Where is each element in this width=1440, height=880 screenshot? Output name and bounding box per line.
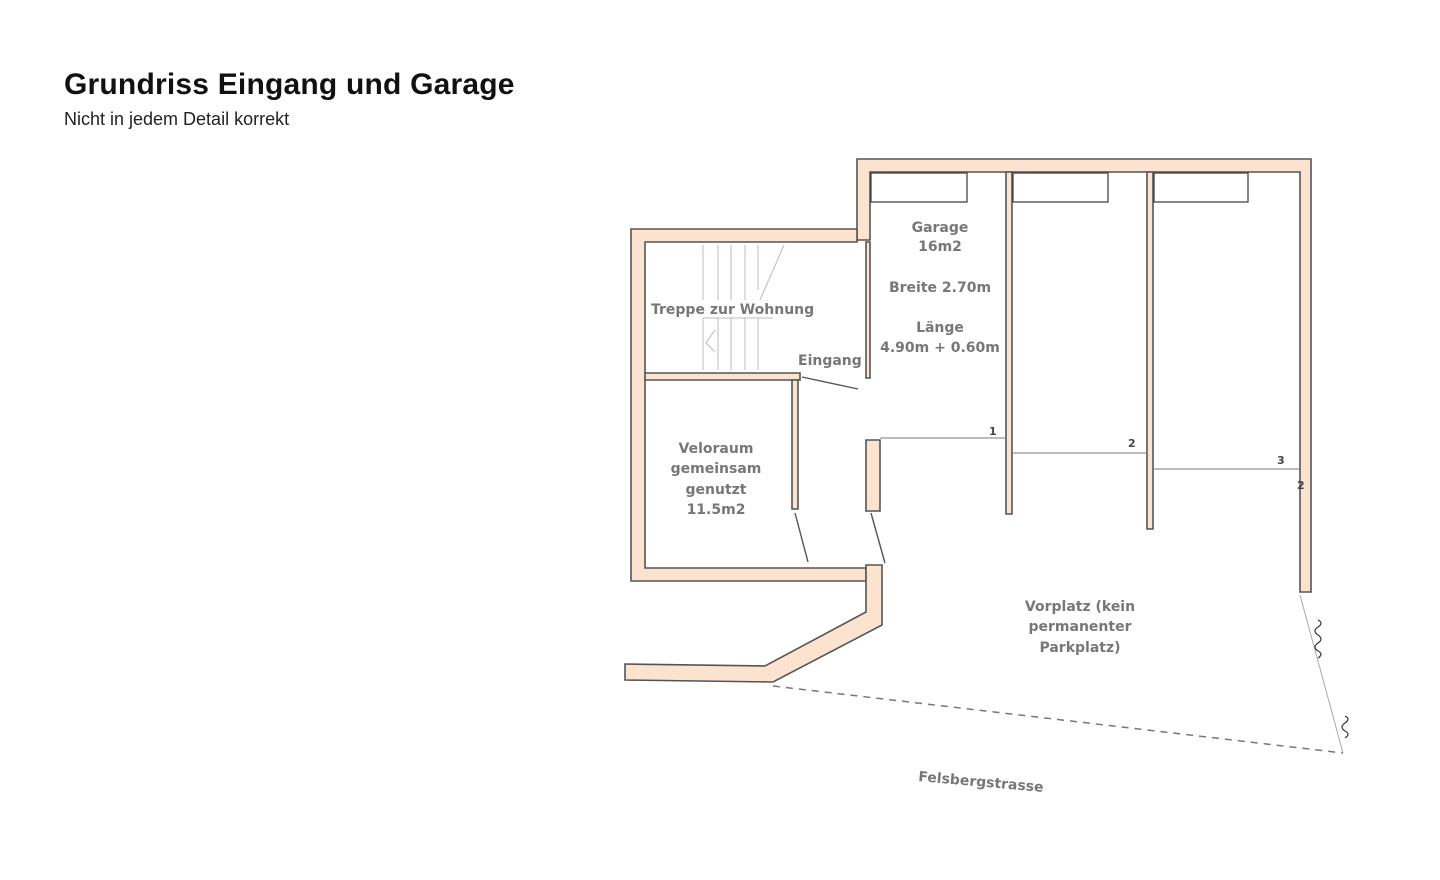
street-label: Felsbergstrasse: [918, 769, 1045, 796]
vegetation-icon: [1341, 715, 1349, 739]
doors: [794, 376, 886, 564]
walls: [624, 158, 1312, 683]
garage-headers: [870, 172, 1249, 203]
page-title: Grundriss Eingang und Garage: [64, 68, 515, 101]
garage-number-1: 1: [989, 425, 997, 438]
parking-lines: [880, 437, 1300, 470]
svg-text:11.5m2: 11.5m2: [687, 502, 746, 518]
bike-room-label: Veloraum gemeinsam genutzt 11.5m2: [671, 441, 762, 518]
entrance-label: Eingang: [798, 353, 862, 369]
svg-text:gemeinsam: gemeinsam: [671, 461, 762, 477]
svg-text:4.90m + 0.60m: 4.90m + 0.60m: [880, 340, 1000, 356]
svg-text:Veloraum: Veloraum: [679, 441, 754, 457]
svg-text:Länge: Länge: [916, 320, 964, 336]
svg-text:permanenter: permanenter: [1029, 619, 1132, 635]
stairs-icon: [702, 244, 785, 370]
svg-text:Garage: Garage: [912, 220, 969, 236]
garage-number-3: 3: [1277, 454, 1285, 467]
vegetation-icon: [1314, 619, 1322, 659]
property-boundary: [772, 685, 1344, 754]
garage-number-2: 2: [1128, 437, 1136, 450]
garage-label: Garage 16m2 Breite 2.70m Länge 4.90m + 0…: [880, 220, 1000, 356]
svg-text:Vorplatz (kein: Vorplatz (kein: [1025, 599, 1135, 615]
svg-text:Parkplatz): Parkplatz): [1039, 640, 1120, 656]
svg-text:Breite 2.70m: Breite 2.70m: [889, 280, 991, 296]
side-mark: 2: [1297, 479, 1305, 492]
svg-text:16m2: 16m2: [918, 239, 962, 255]
page-subtitle: Nicht in jedem Detail korrekt: [64, 109, 290, 129]
svg-text:genutzt: genutzt: [686, 482, 747, 498]
side-boundary: [1299, 594, 1344, 754]
stairs-label: Treppe zur Wohnung: [651, 302, 814, 318]
forecourt-label: Vorplatz (kein permanenter Parkplatz): [1025, 599, 1135, 656]
